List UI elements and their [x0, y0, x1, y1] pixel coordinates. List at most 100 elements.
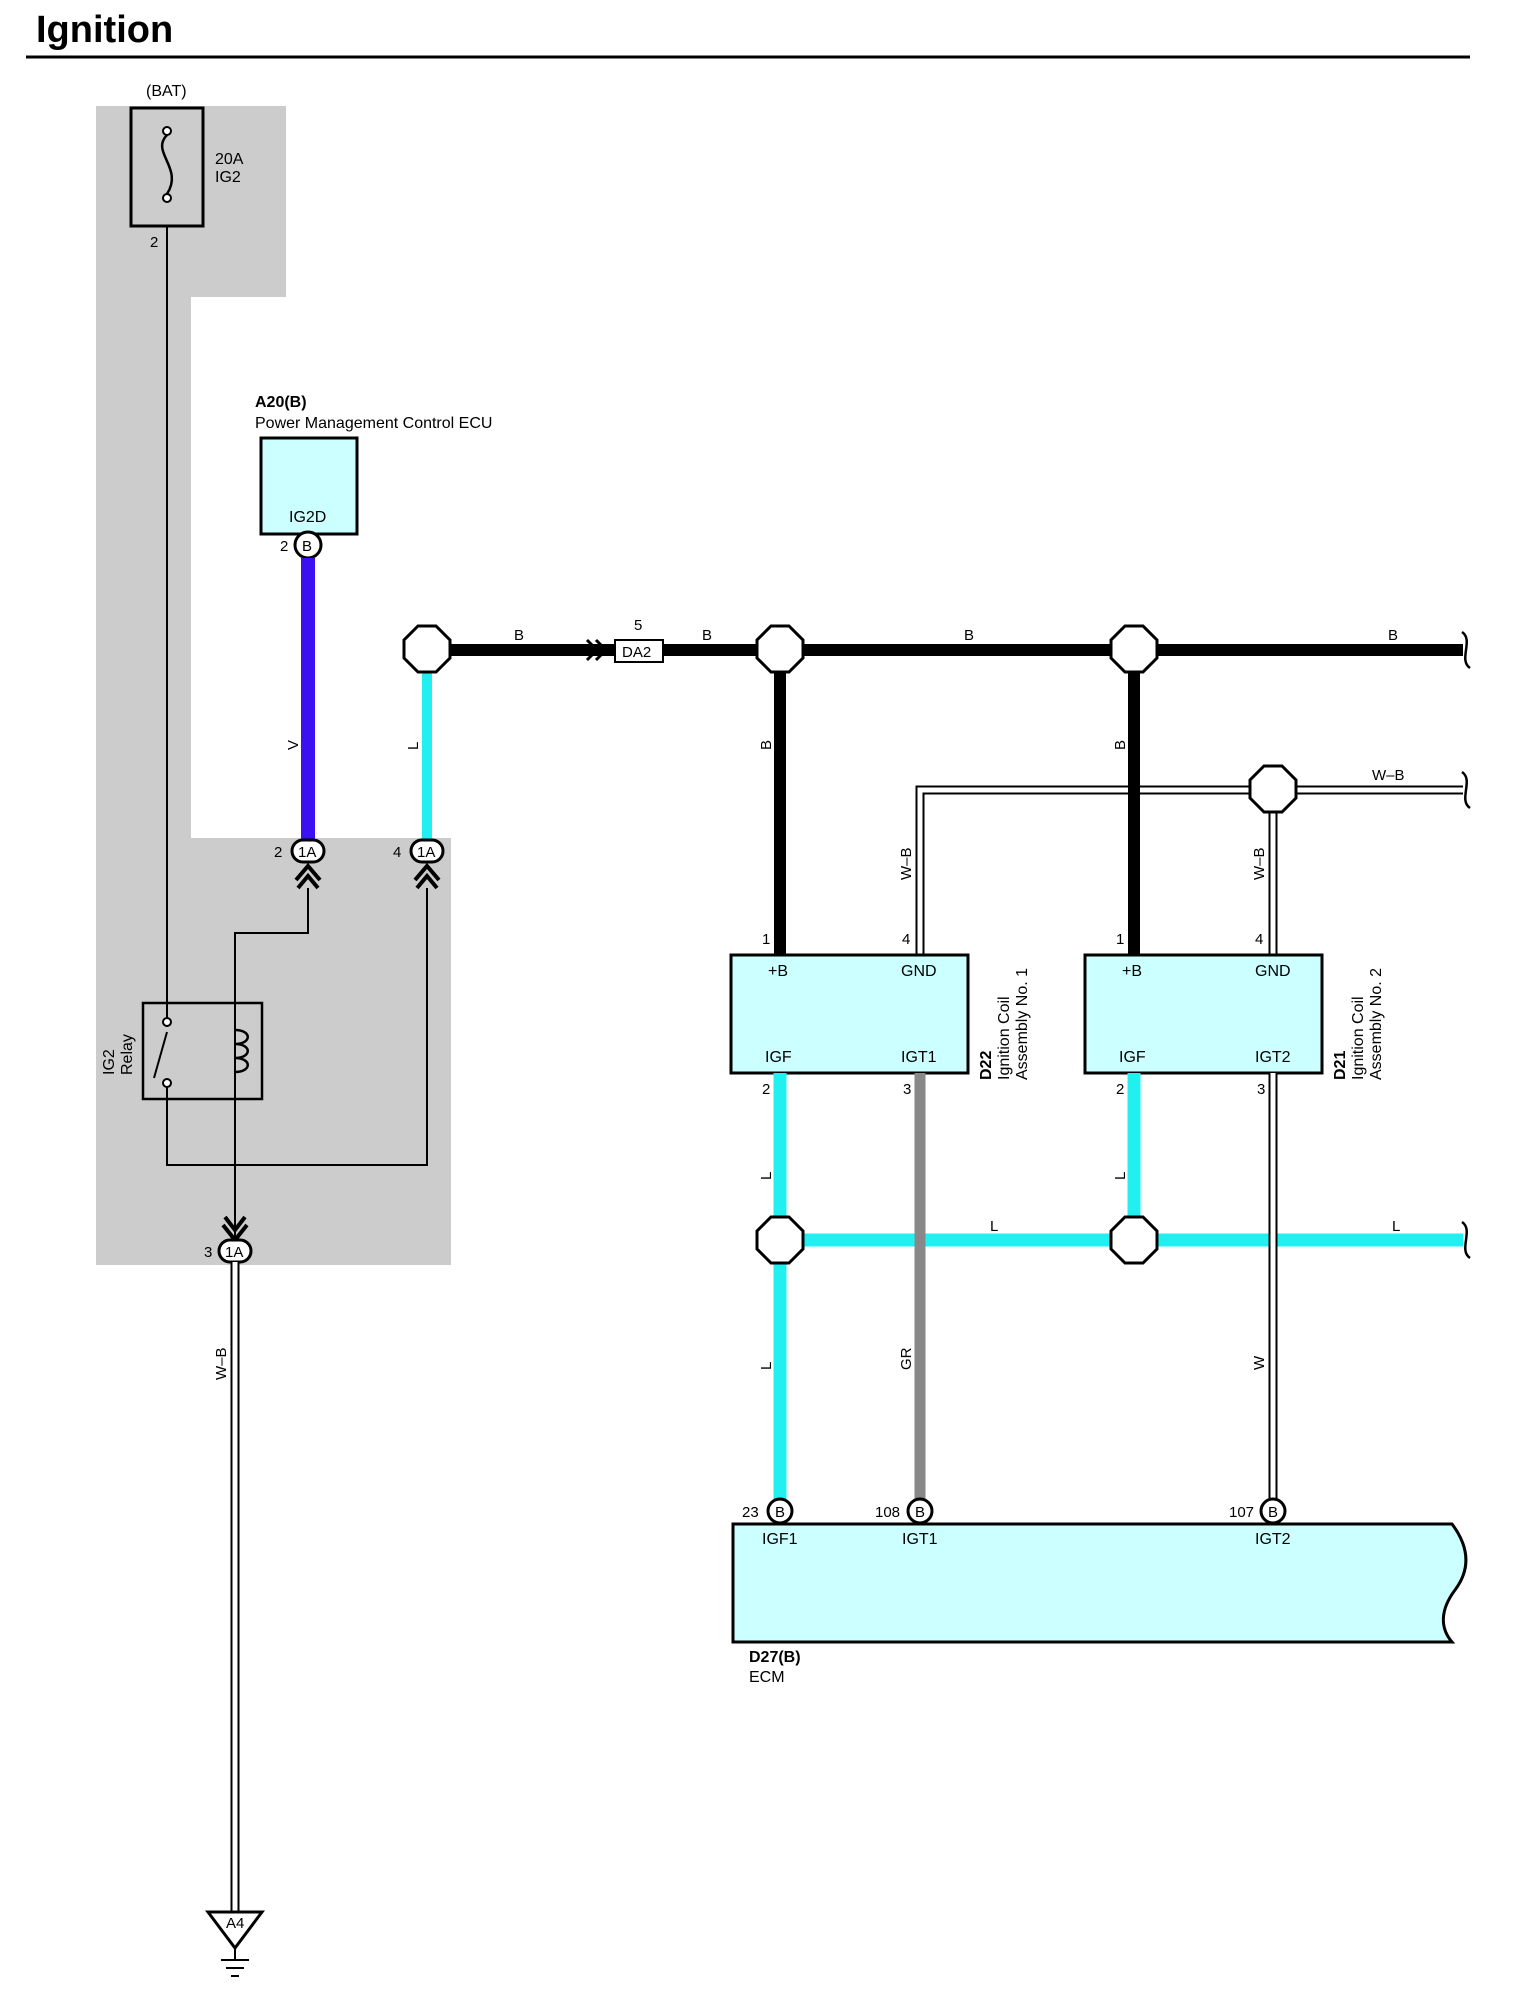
coil1-terminal-b: +B: [768, 963, 788, 980]
wire-l-bus-tag1: L: [990, 1218, 998, 1235]
wire-l-continue-icon: [1461, 1220, 1471, 1260]
coil1-box: [729, 953, 970, 1075]
wire-b-bus-continue-icon: [1461, 630, 1471, 670]
ecm-terminal-igt2: IGT2: [1255, 1531, 1291, 1548]
ecm-conn-igt2: [1259, 1497, 1287, 1525]
relay-box: [141, 1001, 264, 1101]
junction-octagon-b2: [1109, 624, 1159, 674]
wire-b-bus-tag4: B: [1388, 627, 1398, 644]
j1a-pin3-number: 3: [204, 1244, 212, 1261]
relay-coil-icon: [234, 1028, 249, 1074]
ecm-code: D27(B): [749, 1649, 801, 1666]
relay-contact-bottom: [162, 1078, 172, 1088]
pm-ecu-code: A20(B): [255, 394, 307, 411]
coil1-pin4: 4: [902, 931, 910, 948]
coil2-pin1: 1: [1116, 931, 1124, 948]
j1a-pin4-connector: [409, 838, 445, 864]
coil1-name-line2: Assembly No. 1: [1014, 968, 1031, 1080]
wire-wb-top: [915, 785, 1463, 955]
coil1-pin1: 1: [762, 931, 770, 948]
wire-gr-tag: GR: [898, 1347, 915, 1370]
wire-violet-tag: V: [285, 740, 302, 750]
splice-chevron-icon: [585, 638, 609, 662]
ecm-terminal-igt1: IGT1: [902, 1531, 938, 1548]
wire-wb-ground-tag: W–B: [213, 1347, 230, 1380]
coil2-pin2: 2: [1116, 1081, 1124, 1098]
wire-b-bus-tag2: B: [702, 627, 712, 644]
junction-octagon-l2: [1109, 1215, 1159, 1265]
ecm-conn-igt2-label: B: [1268, 1504, 1278, 1521]
j1a-pin2-label: 1A: [298, 844, 316, 861]
wire-l-coil1-tag: L: [758, 1172, 775, 1180]
wire-wb-coil2-tag: W–B: [1251, 847, 1268, 880]
relay-name-line1: IG2: [101, 1049, 118, 1075]
wire-b-bus-tag3: B: [964, 627, 974, 644]
pm-ecu-connector-label: B: [302, 538, 312, 555]
coil2-terminal-igt: IGT2: [1255, 1049, 1291, 1066]
coil2-terminal-b: +B: [1122, 963, 1142, 980]
coil1-terminal-igt: IGT1: [901, 1049, 937, 1066]
ecm-conn-igf1: [766, 1497, 794, 1525]
coil2-name-line2: Assembly No. 2: [1368, 968, 1385, 1080]
coil2-terminal-gnd: GND: [1255, 963, 1291, 980]
ecm-pin-igf1: 23: [742, 1504, 759, 1521]
coil1-terminal-gnd: GND: [901, 963, 937, 980]
coil2-terminal-igf: IGF: [1119, 1049, 1146, 1066]
junction-octagon-left: [402, 624, 452, 674]
ecm-conn-igt1-label: B: [915, 1504, 925, 1521]
j1a-pin2-number: 2: [274, 844, 282, 861]
j1a-pin2-connector: [290, 838, 326, 864]
pm-ecu-pin: 2: [280, 538, 288, 555]
pm-ecu-terminal: IG2D: [289, 509, 326, 526]
j1a-pin2-chevron2-icon: [296, 872, 320, 890]
relay-block-shade: [96, 106, 451, 1265]
j1a-pin3-chevron2-icon: [223, 1215, 247, 1234]
coil2-code: D21: [1332, 1051, 1349, 1080]
j1a-pin4-label: 1A: [417, 844, 435, 861]
splice-id: DA2: [622, 644, 651, 661]
wire-b-bus-tag1: B: [514, 627, 524, 644]
ecm-conn-igf1-label: B: [775, 1504, 785, 1521]
coil1-terminal-igf: IGF: [765, 1049, 792, 1066]
ecm-name: ECM: [749, 1669, 785, 1686]
relay-name-line2: Relay: [119, 1034, 136, 1075]
ecm-terminal-igf1: IGF1: [762, 1531, 798, 1548]
j1a-pin4-number: 4: [393, 844, 401, 861]
wire-l-bus-tag2: L: [1392, 1218, 1400, 1235]
wire-relay-to-pin4: [166, 888, 428, 1166]
fuse-name: IG2: [215, 169, 241, 186]
fuse-terminal-bottom: [162, 193, 172, 203]
coil2-pin4: 4: [1255, 931, 1263, 948]
wire-wb-continue-icon: [1461, 770, 1471, 810]
wire-l-coil2-tag: L: [1112, 1172, 1129, 1180]
ecm-conn-igt1: [906, 1497, 934, 1525]
ground-id: A4: [226, 1915, 244, 1932]
fuse-rating: 20A: [215, 151, 244, 168]
fuse-terminal-top: [162, 126, 172, 136]
wire-w-tag: W: [1251, 1355, 1268, 1370]
coil1-name-line1: Ignition Coil: [996, 996, 1013, 1080]
ecm-pin-igt1: 108: [875, 1504, 900, 1521]
fuse-element-icon: [160, 134, 174, 195]
j1a-pin4-chevron2-icon: [415, 872, 439, 890]
ecm-box: [731, 1522, 1468, 1644]
pm-ecu-name: Power Management Control ECU: [255, 415, 492, 432]
j1a-pin3-label: 1A: [225, 1244, 243, 1261]
junction-octagon-wb: [1248, 764, 1298, 814]
junction-octagon-l1: [755, 1215, 805, 1265]
relay-switch-icon: [153, 1031, 168, 1079]
fuse-pin: 2: [150, 234, 158, 251]
page-title: Ignition: [36, 9, 173, 51]
coil2-pin3: 3: [1257, 1081, 1265, 1098]
ecm-pin-igt2: 107: [1229, 1504, 1254, 1521]
coil1-code: D22: [978, 1051, 995, 1080]
j1a-pin2-chevron-icon: [294, 862, 322, 882]
wire-cyan-left-tag: L: [405, 742, 422, 750]
splice-pin: 5: [634, 617, 642, 634]
j1a-pin4-chevron-icon: [413, 862, 441, 882]
coil2-box: [1083, 953, 1324, 1075]
coil1-pin3: 3: [903, 1081, 911, 1098]
junction-octagon-b1: [755, 624, 805, 674]
wire-l-ecm-tag: L: [758, 1362, 775, 1370]
